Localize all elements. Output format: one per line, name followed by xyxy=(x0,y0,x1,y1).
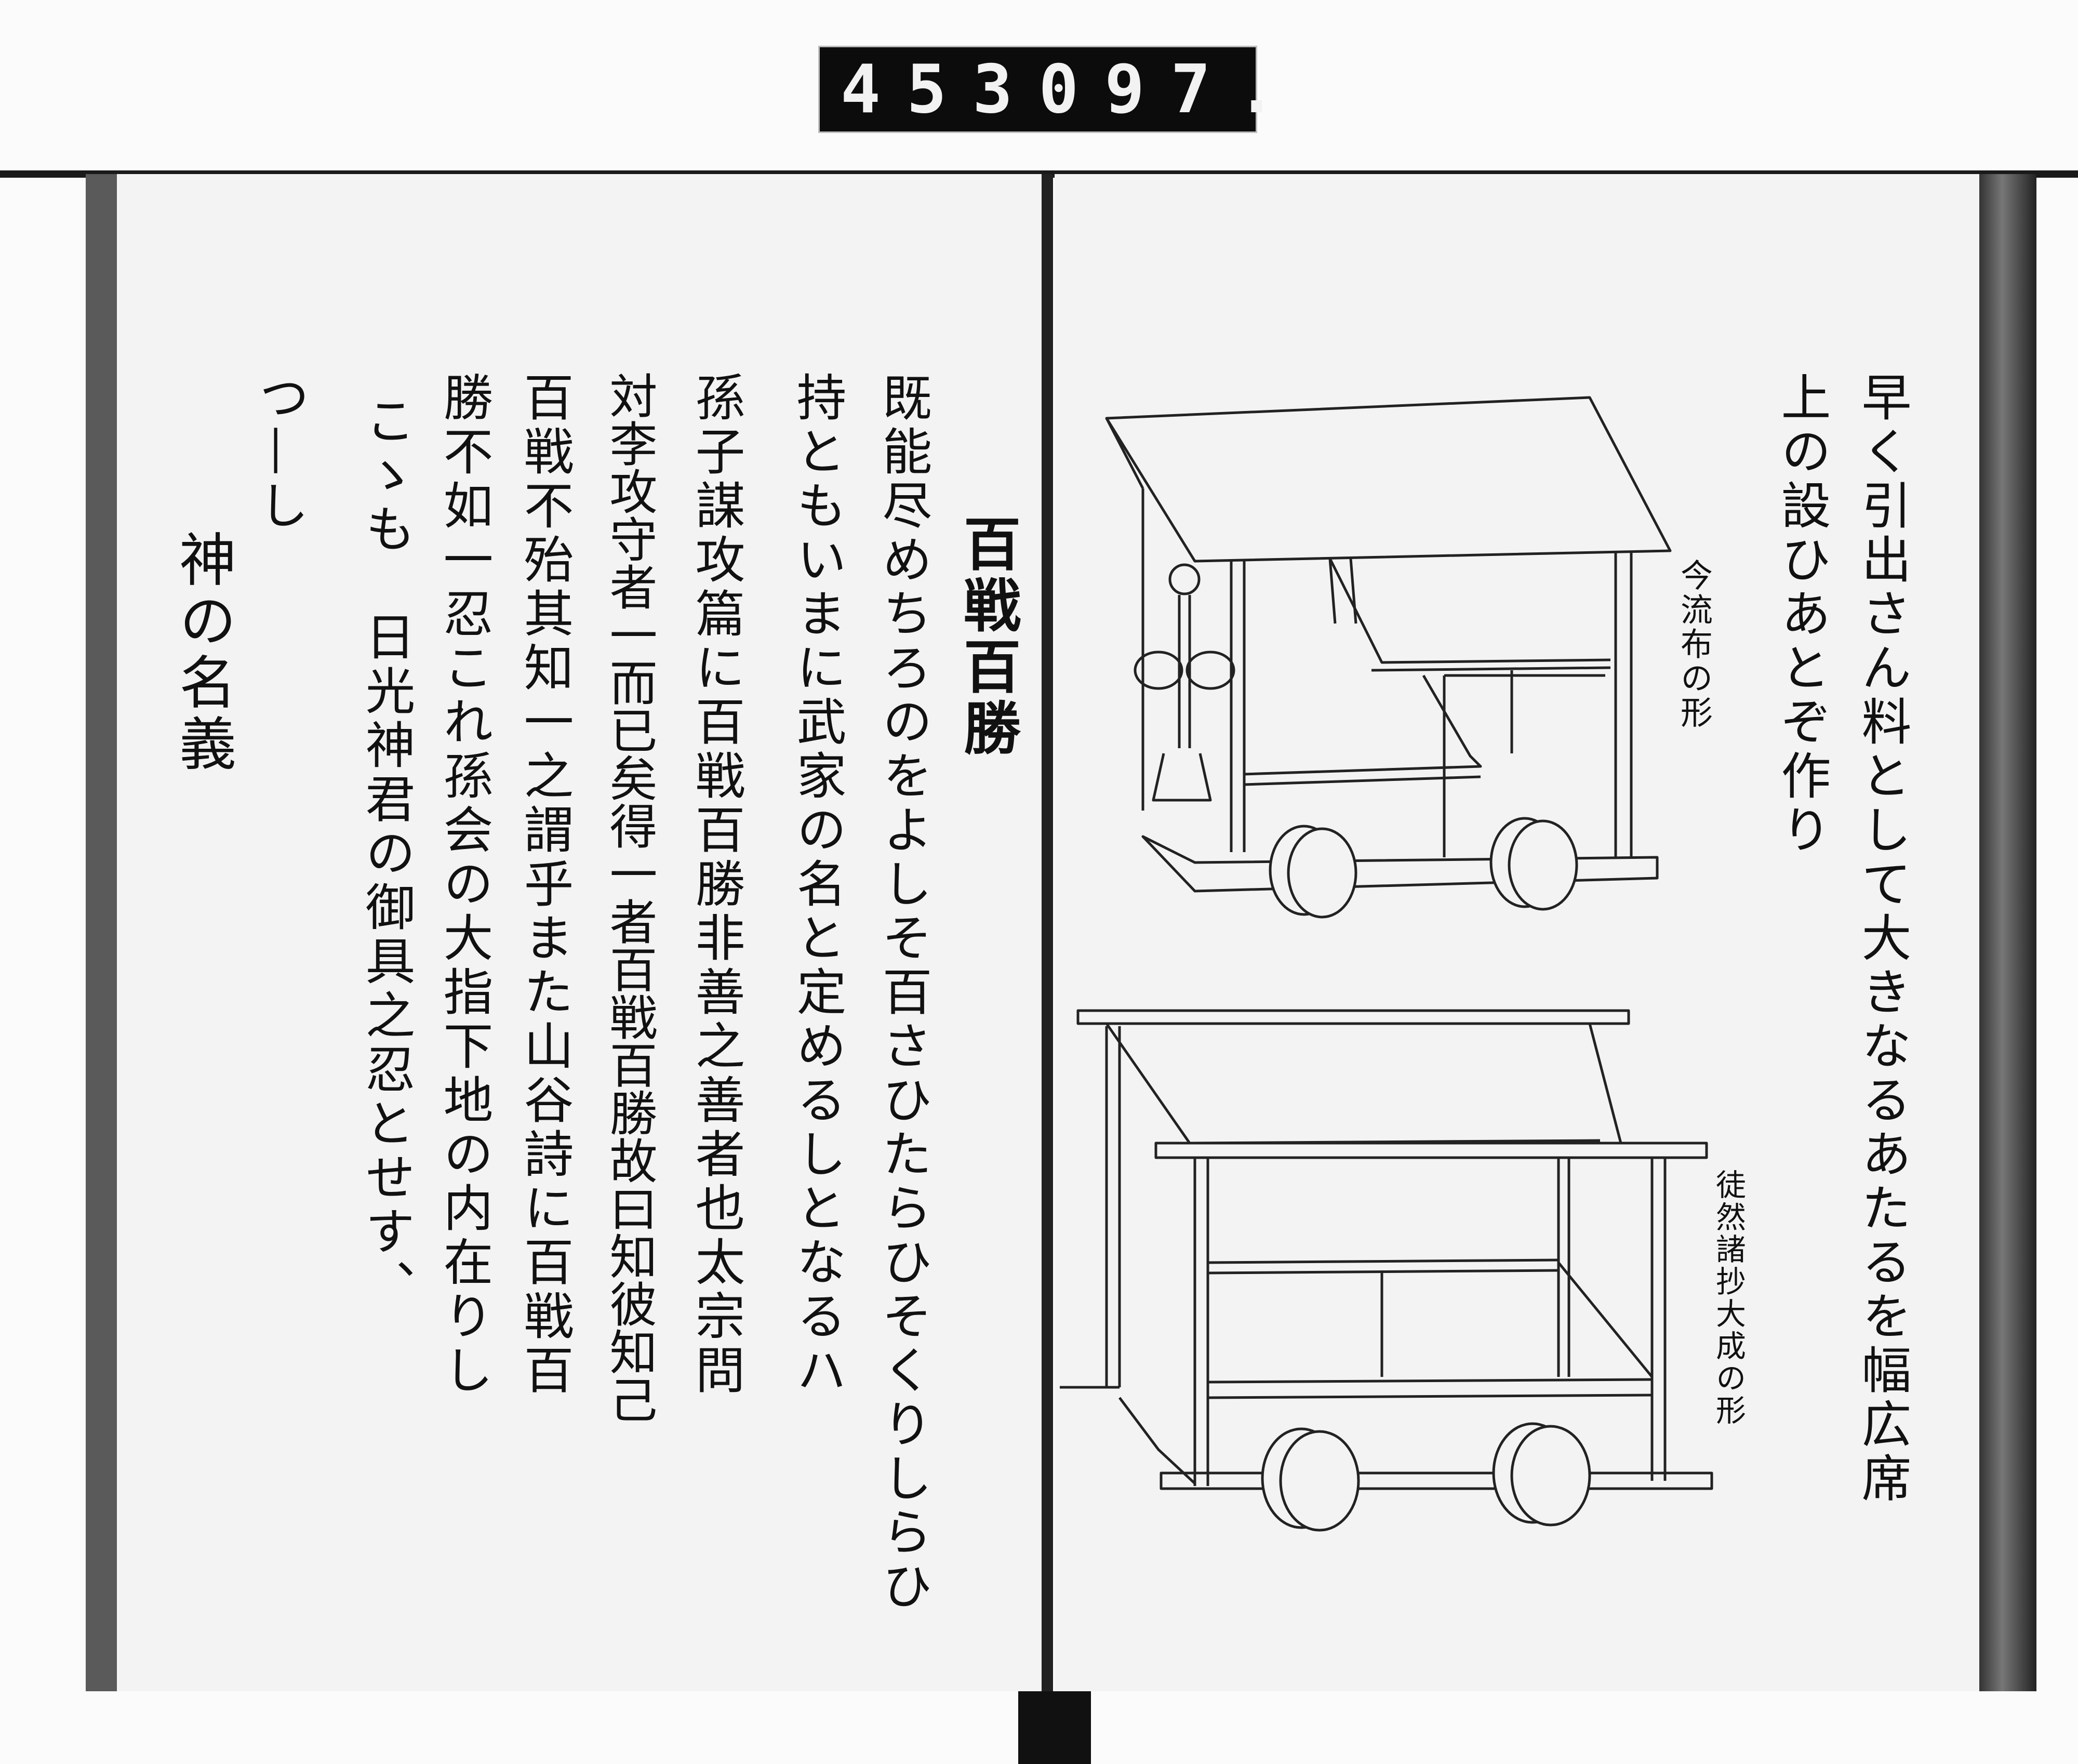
archive-number-right: 097. xyxy=(1038,50,1303,128)
text-column: 早く引出さん料として大きなるあたるを幅広席 xyxy=(1853,372,1911,1506)
text-column: 孫子謀攻篇に百戦百勝非善之善者也太宗問 xyxy=(687,372,745,1398)
archive-number-label: 453 097. xyxy=(818,46,1276,133)
illustration-caption-bottom: 徒然諸抄大成の形 xyxy=(1711,1169,1746,1427)
text-column: 上の設ひあとぞ作り xyxy=(1773,372,1831,858)
binding-tab xyxy=(1018,1691,1091,1764)
right-page-edge xyxy=(1979,174,2036,1691)
text-column: 既能尽めちろのをよしそ百さひたらひそくりしらひ xyxy=(874,372,932,1614)
section-heading: 百戦百勝 xyxy=(954,514,1021,760)
left-page xyxy=(86,174,1047,1691)
text-column: 対李攻守者一而已矣得一者百戦百勝故曰知彼知己 xyxy=(602,372,657,1423)
text-column: 百戦不殆其知一之謂乎また山谷詩に百戦百 xyxy=(515,372,574,1398)
archive-number-left: 453 xyxy=(841,50,1039,128)
text-column: こゝも 日光神君の御具之忍とせす、 xyxy=(357,395,415,1314)
book-spine xyxy=(1042,174,1053,1764)
text-column: 神の名義 xyxy=(169,530,236,775)
text-column: 勝不如一忍これ孫会の大指下地の内在りし xyxy=(435,372,493,1398)
illustration-caption-top: 今流布の形 xyxy=(1675,559,1713,730)
text-column: 持ともいまに武家の名と定めるしとなるハ xyxy=(788,372,846,1398)
text-column: つ—し xyxy=(250,372,309,534)
